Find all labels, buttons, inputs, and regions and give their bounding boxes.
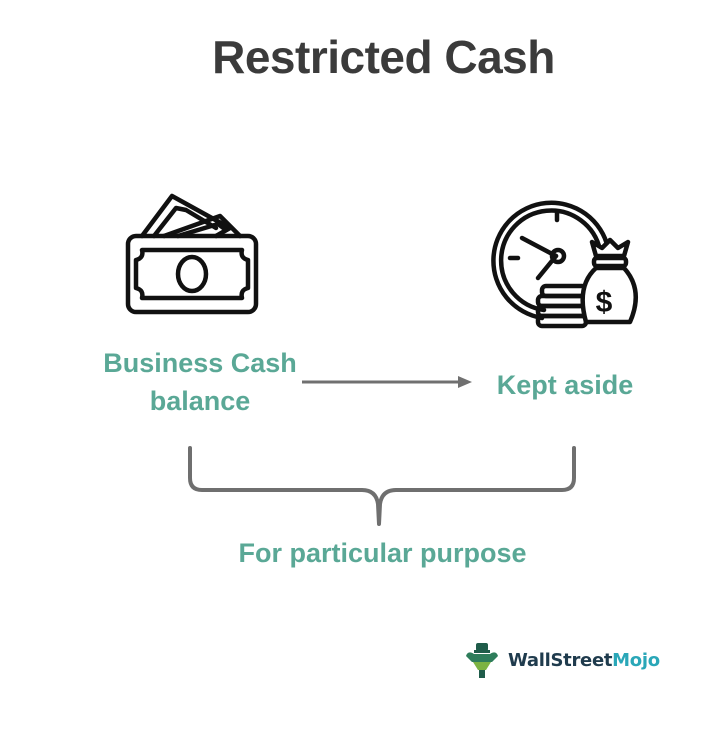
cash-bills-icon (125, 193, 259, 315)
business-cash-line1: Business Cash (103, 348, 297, 378)
right-arrow-icon (302, 376, 472, 388)
logo-text-accent: Mojo (612, 649, 660, 671)
logo-text: WallStreetMojo (508, 650, 660, 671)
page-title: Restricted Cash (212, 31, 555, 83)
purpose-label: For particular purpose (238, 538, 527, 568)
curly-brace (188, 446, 576, 526)
logo-mascot-icon (466, 643, 498, 678)
logo-text-main: WallStreet (508, 649, 613, 671)
dollar-sign: $ (596, 286, 613, 319)
business-cash-label: Business Cash balance (80, 344, 320, 420)
clock-money-bag-icon: $ (491, 200, 638, 329)
kept-aside-label: Kept aside (496, 370, 634, 400)
business-cash-line2: balance (149, 386, 251, 416)
wallstreetmojo-logo: WallStreetMojo (462, 640, 660, 680)
